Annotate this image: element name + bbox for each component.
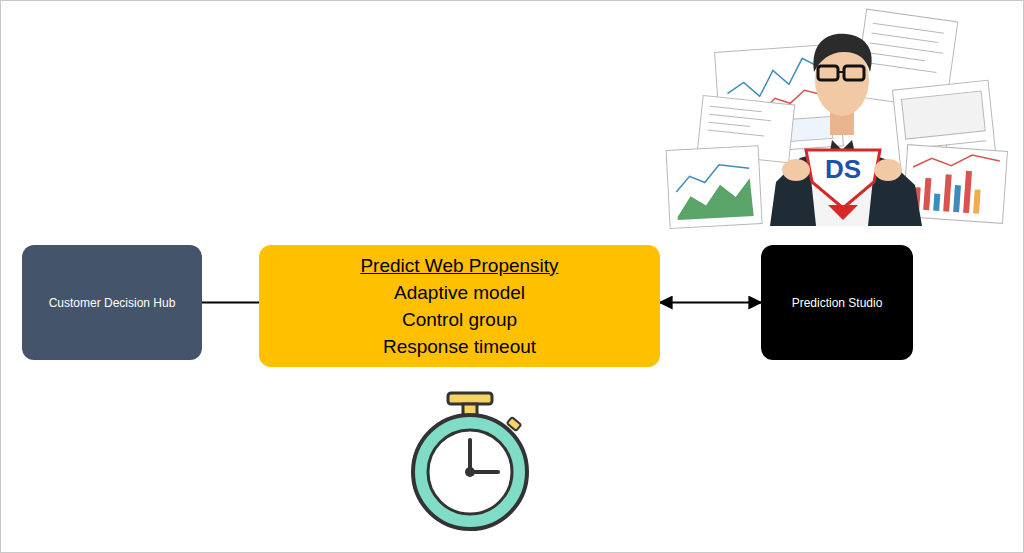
box-text: Adaptive model xyxy=(394,279,525,306)
model-box: Predict Web PropensityAdaptive modelCont… xyxy=(259,245,660,367)
box-text: Control group xyxy=(402,306,517,333)
box-text: Customer Decision Hub xyxy=(49,295,176,311)
chest-logo: DS xyxy=(825,156,861,182)
studio-box: Prediction Studio xyxy=(761,245,913,360)
box-text: Response timeout xyxy=(383,333,536,360)
system-box: Customer Decision Hub xyxy=(22,245,202,360)
connector xyxy=(660,302,761,304)
connector xyxy=(202,302,259,304)
box-text: Prediction Studio xyxy=(792,295,883,311)
box-heading: Predict Web Propensity xyxy=(360,252,558,279)
